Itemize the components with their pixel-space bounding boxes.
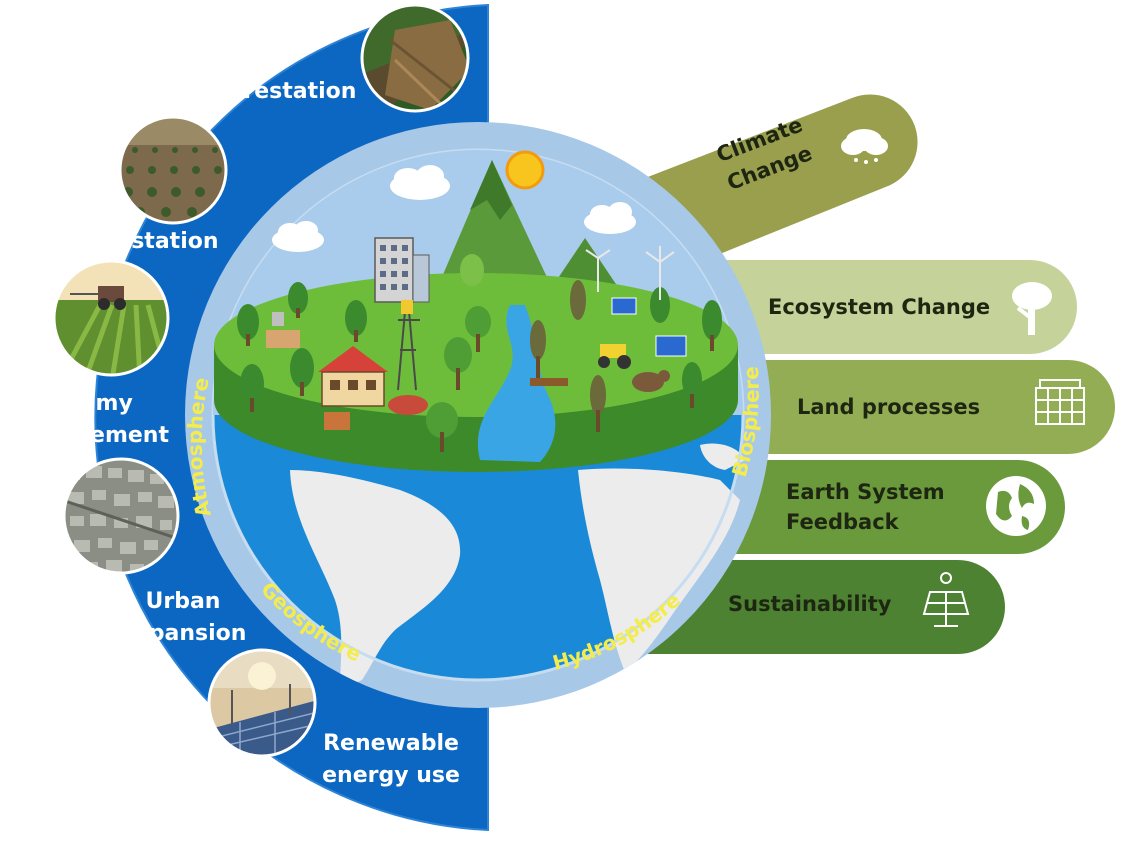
wind-turbine	[585, 246, 675, 300]
cloud-rain-icon	[841, 129, 888, 164]
driver-label-deforestation: Deforestation	[185, 79, 357, 104]
impact-label-sustainability: Sustainability	[728, 592, 892, 616]
deforestation-photo	[362, 5, 468, 111]
cloud	[272, 165, 636, 252]
river	[477, 305, 556, 462]
driver-label-urban-expansion: Urban expansion	[119, 589, 247, 646]
impact-label-ecosystem-change: Ecosystem Change	[768, 295, 991, 319]
impact-label-land-processes: Land processes	[797, 395, 981, 419]
tree-icon	[1012, 282, 1052, 335]
tree	[237, 254, 722, 452]
driver-label-renewable-energy-use: Renewable energy use	[322, 731, 460, 788]
urban-photo	[64, 459, 178, 573]
driver-label-afforestation: Afforestation	[55, 229, 219, 254]
land-grid-icon	[1035, 379, 1085, 425]
renewable-energy-photo	[209, 650, 315, 756]
impact-pill-land-processes	[660, 360, 1115, 454]
house	[318, 346, 388, 407]
sun	[505, 150, 545, 190]
power-tower	[397, 299, 420, 391]
driver-label-agronomy-management: Agronomy management	[6, 391, 169, 448]
continent-south-america	[290, 470, 461, 690]
cow	[632, 370, 670, 392]
impact-label-earth-system-feedback: Earth System Feedback	[786, 480, 945, 534]
solar-panel-icon	[922, 572, 970, 627]
continent-africa	[578, 468, 740, 672]
solar-panels	[611, 297, 687, 357]
tractor	[598, 344, 631, 369]
globe-icon	[986, 476, 1046, 536]
